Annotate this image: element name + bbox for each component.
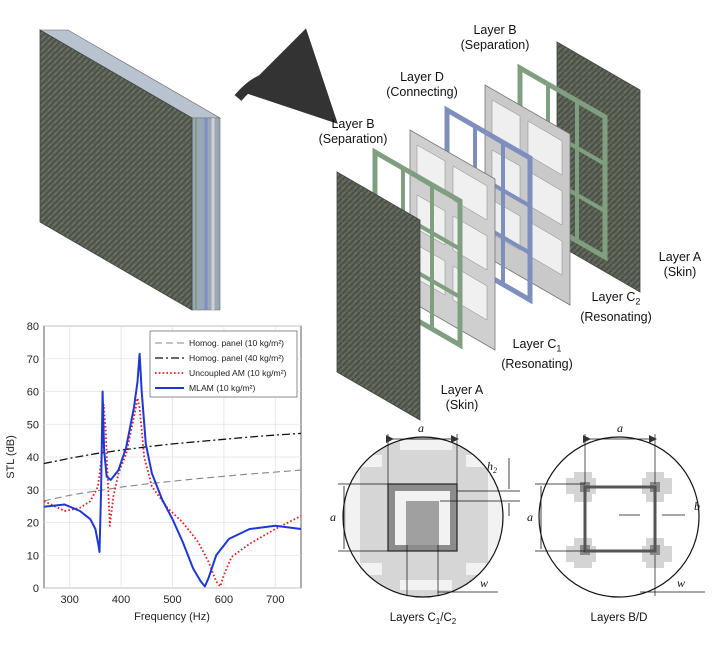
label-layer-c2: Layer C2(Resonating) (580, 290, 652, 324)
legend-label: Homog. panel (10 kg/m²) (189, 338, 284, 348)
caption-layers-c: Layers C1/C2 (390, 612, 457, 626)
legend-label: Uncoupled AM (10 kg/m²) (189, 368, 287, 378)
series-line-2 (43, 432, 302, 465)
y-tick-label: 80 (27, 321, 39, 333)
label-layer-b-left: Layer B(Separation) (318, 117, 388, 146)
y-axis-label: STL (dB) (5, 435, 17, 479)
stl-chart: 300 400 500 600 700 0 10 20 30 40 50 60 70 80 Frequen… (5, 321, 302, 623)
dim-a-top-c: a (418, 421, 424, 435)
dim-a-top-bd: a (617, 421, 623, 435)
x-tick-label: 500 (163, 594, 181, 606)
caption-layers-bd: Layers B/D (591, 612, 648, 624)
dim-h-c: h2 (487, 459, 497, 475)
label-layer-d: Layer D(Connecting) (386, 70, 458, 99)
legend-label: MLAM (10 kg/m²) (189, 383, 256, 393)
y-tick-label: 60 (27, 387, 39, 399)
detail-cell-c: a a h2 w Layers C1/C2 (330, 421, 520, 626)
x-axis-label: Frequency (Hz) (134, 611, 210, 623)
y-tick-label: 10 (27, 550, 39, 562)
label-layer-a-right: Layer A(Skin) (658, 250, 702, 279)
chart-legend: Homog. panel (10 kg/m²) Homog. panel (40 … (149, 330, 298, 398)
x-tick-label: 700 (266, 594, 284, 606)
detail-cell-bd: a a b w Layers B/D (527, 421, 705, 624)
y-tick-label: 40 (27, 452, 39, 464)
exploded-layers-illustration (336, 41, 641, 421)
y-tick-label: 0 (33, 583, 39, 595)
series-line-3 (43, 397, 302, 588)
y-tick-label: 70 (27, 354, 39, 366)
x-tick-label: 300 (61, 594, 79, 606)
curved-arrow-icon (234, 28, 338, 124)
label-layer-b-top: Layer B(Separation) (460, 23, 530, 52)
dim-a-left-bd: a (527, 510, 533, 524)
label-layer-c1: Layer C1(Resonating) (501, 337, 573, 371)
x-tick-label: 400 (112, 594, 130, 606)
y-tick-label: 30 (27, 485, 39, 497)
dim-w-c: w (480, 576, 488, 590)
y-tick-label: 50 (27, 419, 39, 431)
series-line-4 (43, 352, 302, 588)
assembled-panel-illustration (38, 29, 222, 311)
x-tick-label: 600 (215, 594, 233, 606)
legend-label: Homog. panel (40 kg/m²) (189, 353, 284, 363)
dim-a-left-c: a (330, 510, 336, 524)
label-layer-a-bottom: Layer A(Skin) (440, 383, 484, 412)
y-tick-label: 20 (27, 518, 39, 530)
dim-b-bd: b (694, 499, 700, 513)
dim-w-bd: w (677, 576, 685, 590)
